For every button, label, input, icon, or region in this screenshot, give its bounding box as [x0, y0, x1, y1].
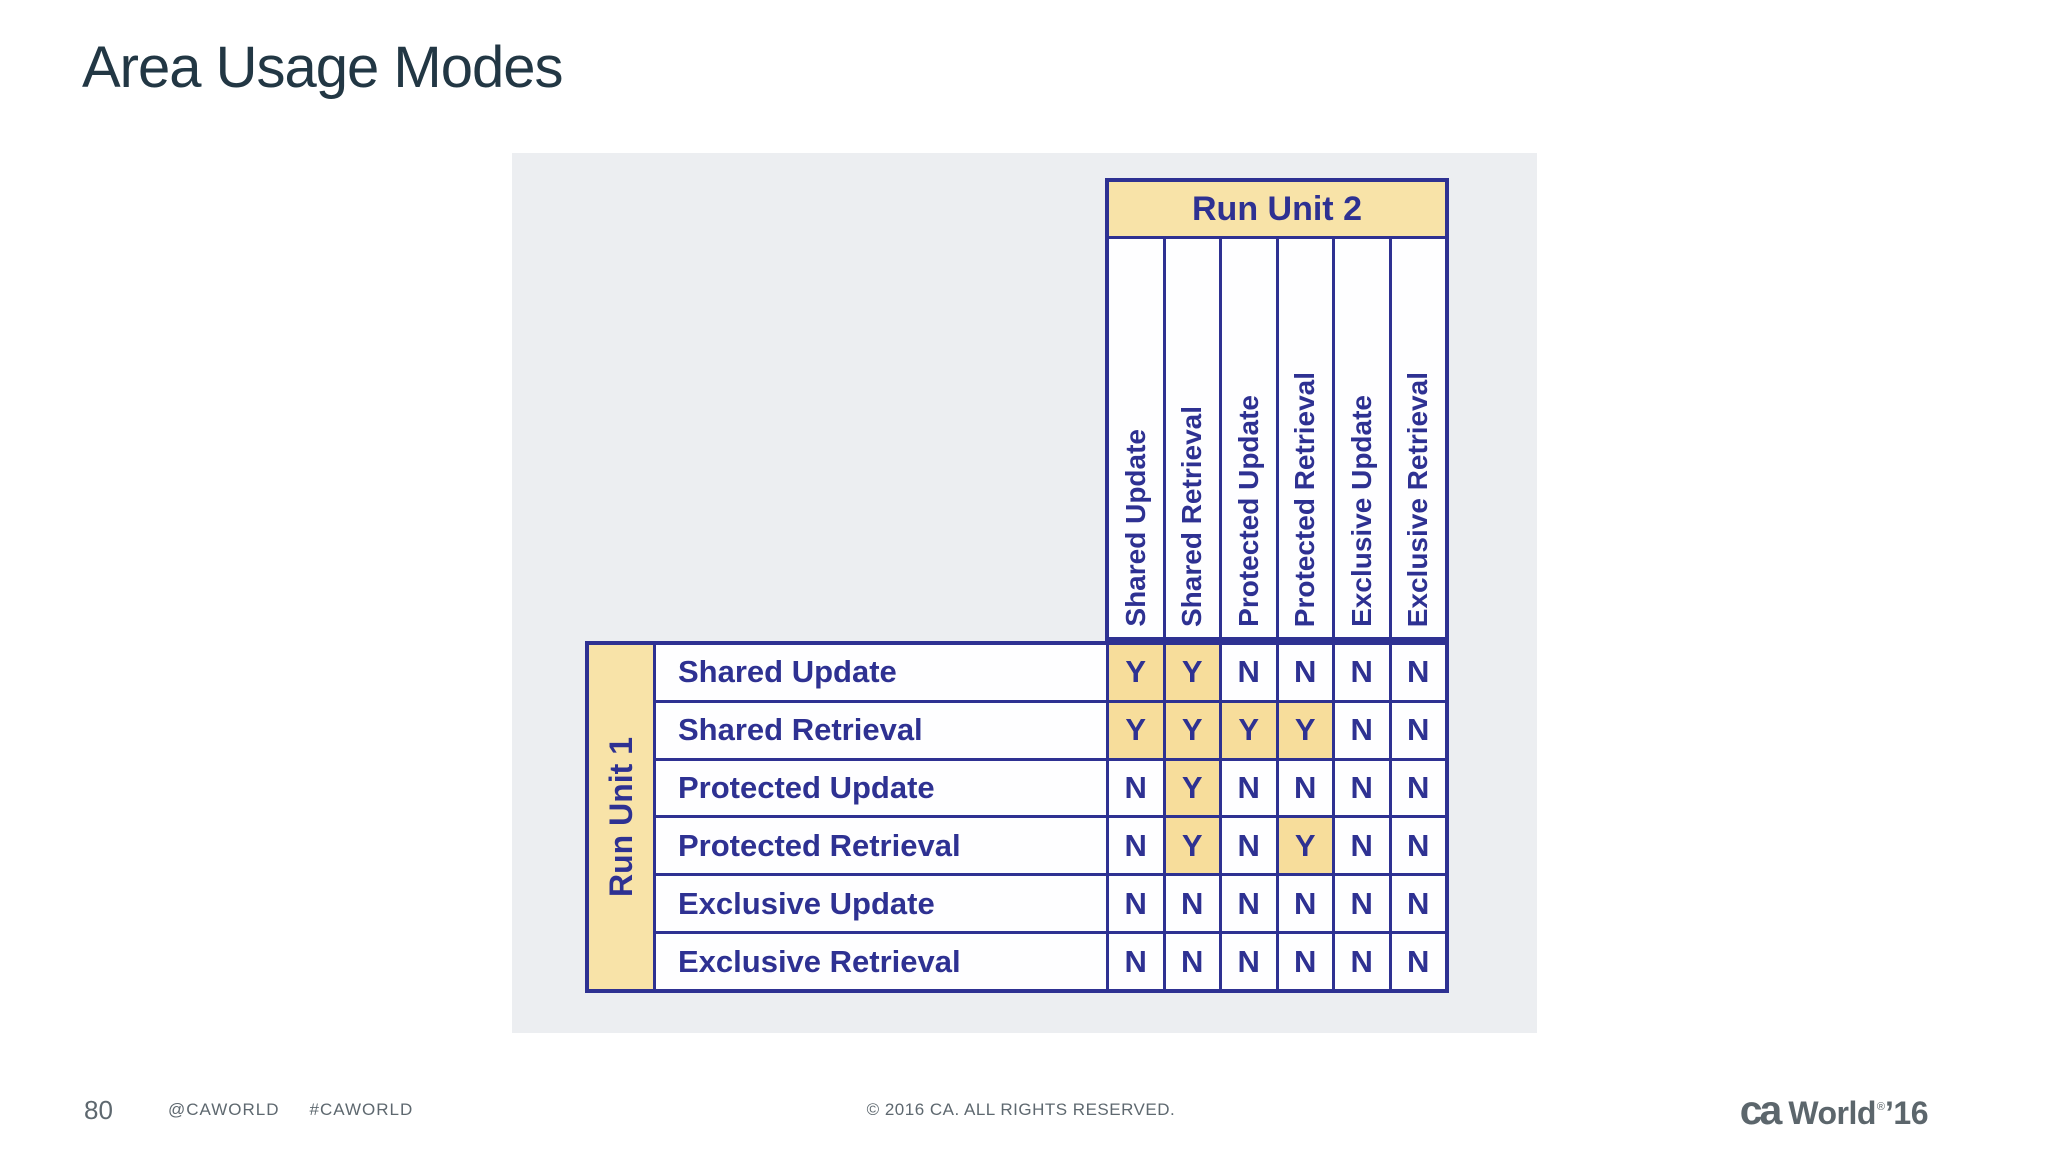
column-header: Exclusive Retrieval	[1391, 239, 1445, 637]
matrix-cell: N	[1165, 876, 1219, 932]
page-number: 80	[84, 1094, 113, 1125]
ca-logo-mark: ca	[1739, 1086, 1783, 1133]
run-unit-2-header: Run Unit 2	[1109, 182, 1445, 236]
matrix-cell: N	[1335, 760, 1389, 816]
matrix-cell: N	[1222, 934, 1276, 989]
run-unit-1-label: Run Unit 1	[602, 737, 639, 897]
column-header-label: Shared Update	[1119, 429, 1151, 627]
slide-footer: 80 @CAWORLD #CAWORLD © 2016 CA. ALL RIGH…	[0, 1082, 2048, 1138]
matrix-cell: N	[1165, 934, 1219, 989]
social-handles: @CAWORLD #CAWORLD	[168, 1100, 413, 1120]
hashtag: #CAWORLD	[309, 1100, 414, 1119]
matrix-cell: N	[1222, 760, 1276, 816]
matrix-cell: N	[1109, 876, 1163, 932]
matrix-cell: N	[1391, 760, 1445, 816]
matrix-cell: Y	[1165, 702, 1219, 758]
matrix-cell: N	[1391, 876, 1445, 932]
matrix-cell: N	[1278, 876, 1332, 932]
row-label: Shared Retrieval	[656, 702, 1106, 758]
column-header: Protected Update	[1222, 239, 1276, 637]
matrix-cell: N	[1222, 645, 1276, 700]
matrix-cell: N	[1391, 934, 1445, 989]
matrix-cell: Y	[1165, 818, 1219, 874]
matrix-cell: Y	[1109, 702, 1163, 758]
matrix-cell: N	[1391, 818, 1445, 874]
row-label: Protected Update	[656, 760, 1106, 816]
column-header-label: Protected Update	[1232, 395, 1264, 627]
matrix-cell: N	[1109, 934, 1163, 989]
matrix-cell: N	[1335, 876, 1389, 932]
column-header-label: Exclusive Retrieval	[1402, 371, 1434, 627]
column-header: Exclusive Update	[1335, 239, 1389, 637]
matrix-cell: N	[1278, 645, 1332, 700]
matrix-cell: Y	[1278, 818, 1332, 874]
twitter-handle: @CAWORLD	[168, 1100, 280, 1119]
ca-world-logo: ca World ® ’16	[1739, 1086, 1929, 1134]
row-label: Exclusive Update	[656, 876, 1106, 932]
column-header-label: Shared Retrieval	[1176, 406, 1208, 627]
run-unit-1-header: Run Unit 1	[589, 645, 653, 989]
column-header: Shared Update	[1109, 239, 1163, 637]
column-header-label: Exclusive Update	[1345, 395, 1377, 627]
row-label: Shared Update	[656, 645, 1106, 700]
matrix-cell: N	[1335, 818, 1389, 874]
logo-world-text: World	[1788, 1094, 1876, 1131]
column-header: Shared Retrieval	[1165, 239, 1219, 637]
matrix-cell: N	[1391, 702, 1445, 758]
matrix-cell: N	[1335, 934, 1389, 989]
column-header: Protected Retrieval	[1278, 239, 1332, 637]
column-header-label: Protected Retrieval	[1289, 371, 1321, 627]
matrix-cell: Y	[1165, 645, 1219, 700]
matrix-cell: Y	[1165, 760, 1219, 816]
page-title: Area Usage Modes	[82, 35, 563, 100]
registered-mark-icon: ®	[1876, 1100, 1886, 1113]
matrix-cell: N	[1335, 645, 1389, 700]
matrix-cell: N	[1222, 818, 1276, 874]
matrix-cell: N	[1391, 645, 1445, 700]
matrix-cell: N	[1109, 760, 1163, 816]
run-unit-2-section: Run Unit 2 Shared Update Shared Retrieval…	[1105, 178, 1449, 641]
matrix-cell: N	[1222, 876, 1276, 932]
matrix-cell: Y	[1278, 702, 1332, 758]
copyright: © 2016 CA. ALL RIGHTS RESERVED.	[866, 1100, 1176, 1119]
matrix-cell: N	[1278, 934, 1332, 989]
matrix-cell: Y	[1222, 702, 1276, 758]
matrix-cell: N	[1278, 760, 1332, 816]
matrix-cell: Y	[1109, 645, 1163, 700]
row-label: Exclusive Retrieval	[656, 934, 1106, 989]
matrix-cell: N	[1109, 818, 1163, 874]
matrix-cell: N	[1335, 702, 1389, 758]
row-label: Protected Retrieval	[656, 818, 1106, 874]
logo-year-text: ’16	[1885, 1094, 1928, 1131]
